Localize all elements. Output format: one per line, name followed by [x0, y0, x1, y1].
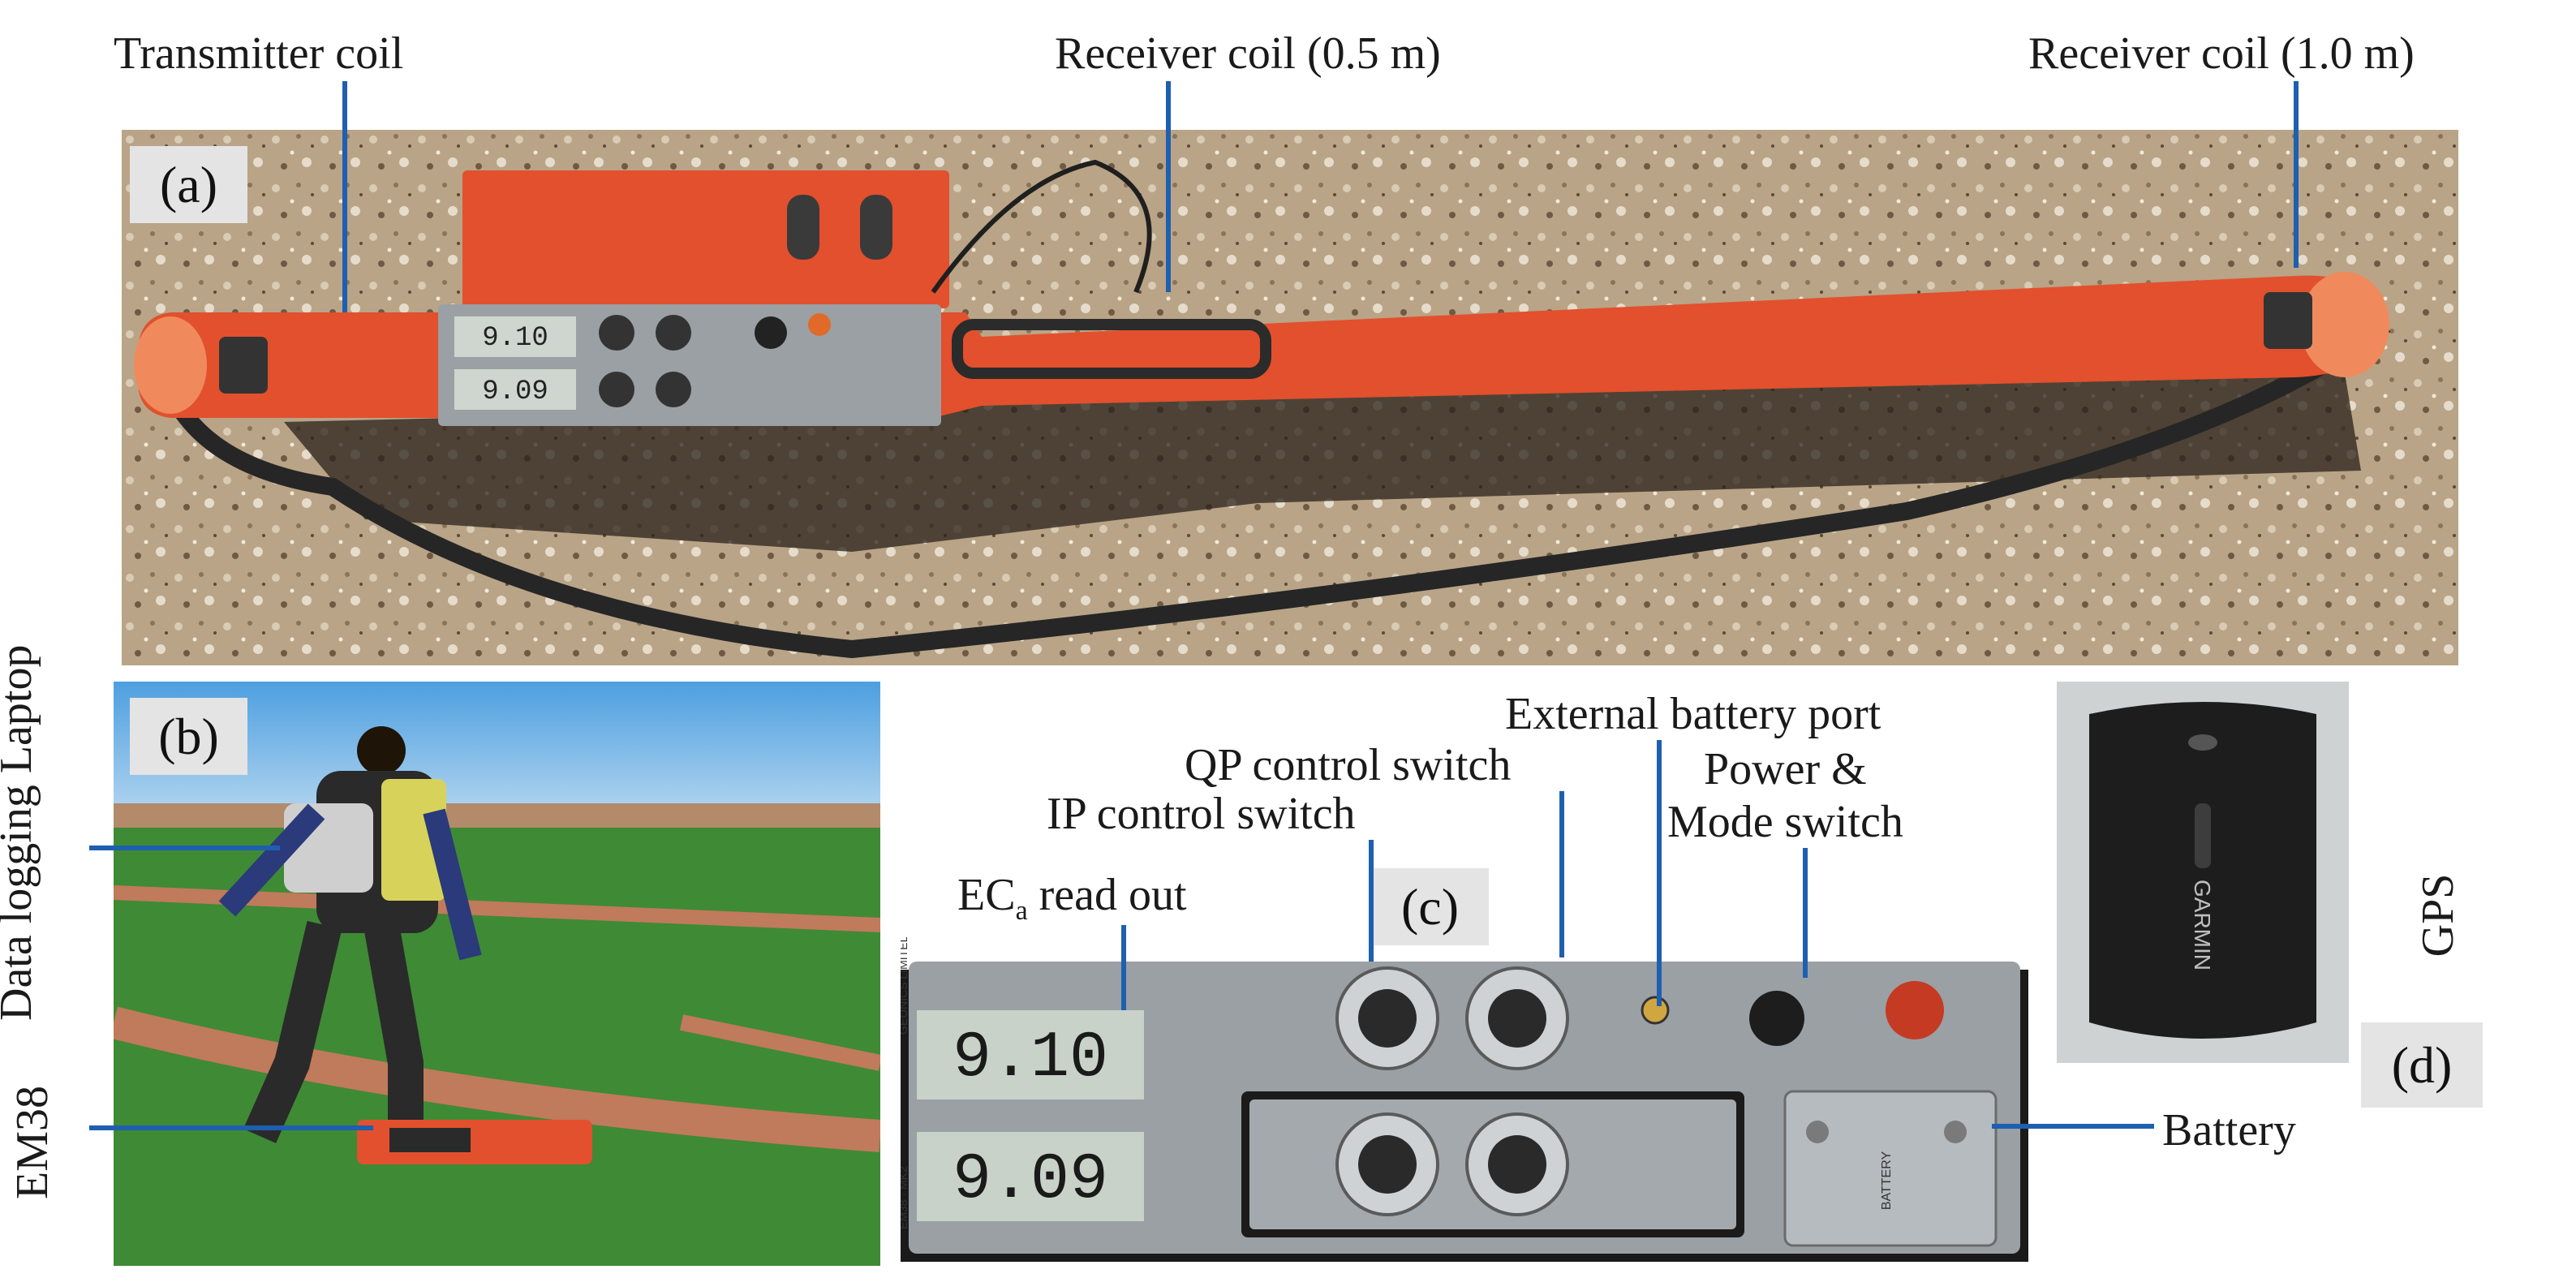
panel-b-tag: (b)	[130, 698, 247, 775]
readout-bottom-value: 9.09	[953, 1143, 1108, 1217]
label-eca-readout: ECa read out	[957, 872, 1187, 925]
label-data-logging-laptop: Data logging Laptop	[0, 644, 41, 1021]
panel-d-photo: GARMIN	[2057, 682, 2349, 1063]
label-ip-control-switch: IP control switch	[1047, 789, 1356, 839]
label-eca-sub: a	[1015, 896, 1028, 927]
panel-left-text: GEONICS LIMITED	[901, 937, 910, 1035]
panel-c-tag: (c)	[1371, 868, 1489, 945]
label-battery: Battery	[2162, 1105, 2296, 1155]
panel-a: 9.10 9.09 (a)	[122, 130, 2458, 665]
panel-a-display-top: 9.10	[482, 323, 548, 354]
panel-b: (b)	[114, 682, 880, 1266]
label-em38: EM38	[7, 1086, 58, 1199]
label-eca-main: EC	[957, 870, 1016, 920]
battery-plate-text: BATTERY	[1880, 1151, 1894, 1211]
panel-a-tag: (a)	[130, 146, 247, 223]
label-qp-control-switch: QP control switch	[1185, 740, 1512, 790]
label-power-mode-line1: Power &	[1704, 744, 1867, 794]
gps-brand-text: GARMIN	[2190, 880, 2215, 970]
label-power-mode-line2: Mode switch	[1667, 797, 1903, 847]
panel-c-photo: 9.10 9.09 GEONICS LIMITED EM38 · MK2 BAT…	[901, 937, 2028, 1262]
label-receiver-coil-10: Receiver coil (1.0 m)	[2028, 28, 2415, 79]
label-receiver-coil-05: Receiver coil (0.5 m)	[1055, 28, 1441, 79]
label-transmitter-coil: Transmitter coil	[114, 28, 404, 79]
panel-d: GARMIN	[2057, 682, 2349, 1063]
panel-left-text2: EM38 · MK2	[901, 1166, 910, 1229]
panel-a-photo: 9.10 9.09	[122, 130, 2458, 665]
label-external-battery-port: External battery port	[1505, 689, 1881, 739]
readout-top-value: 9.10	[953, 1022, 1108, 1095]
panel-d-tag: (d)	[2361, 1022, 2483, 1108]
panel-a-display-bottom: 9.09	[482, 377, 548, 407]
label-gps: GPS	[2413, 873, 2463, 957]
panel-c: 9.10 9.09 GEONICS LIMITED EM38 · MK2 BAT…	[901, 937, 2028, 1278]
label-eca-suffix: read out	[1027, 870, 1187, 920]
